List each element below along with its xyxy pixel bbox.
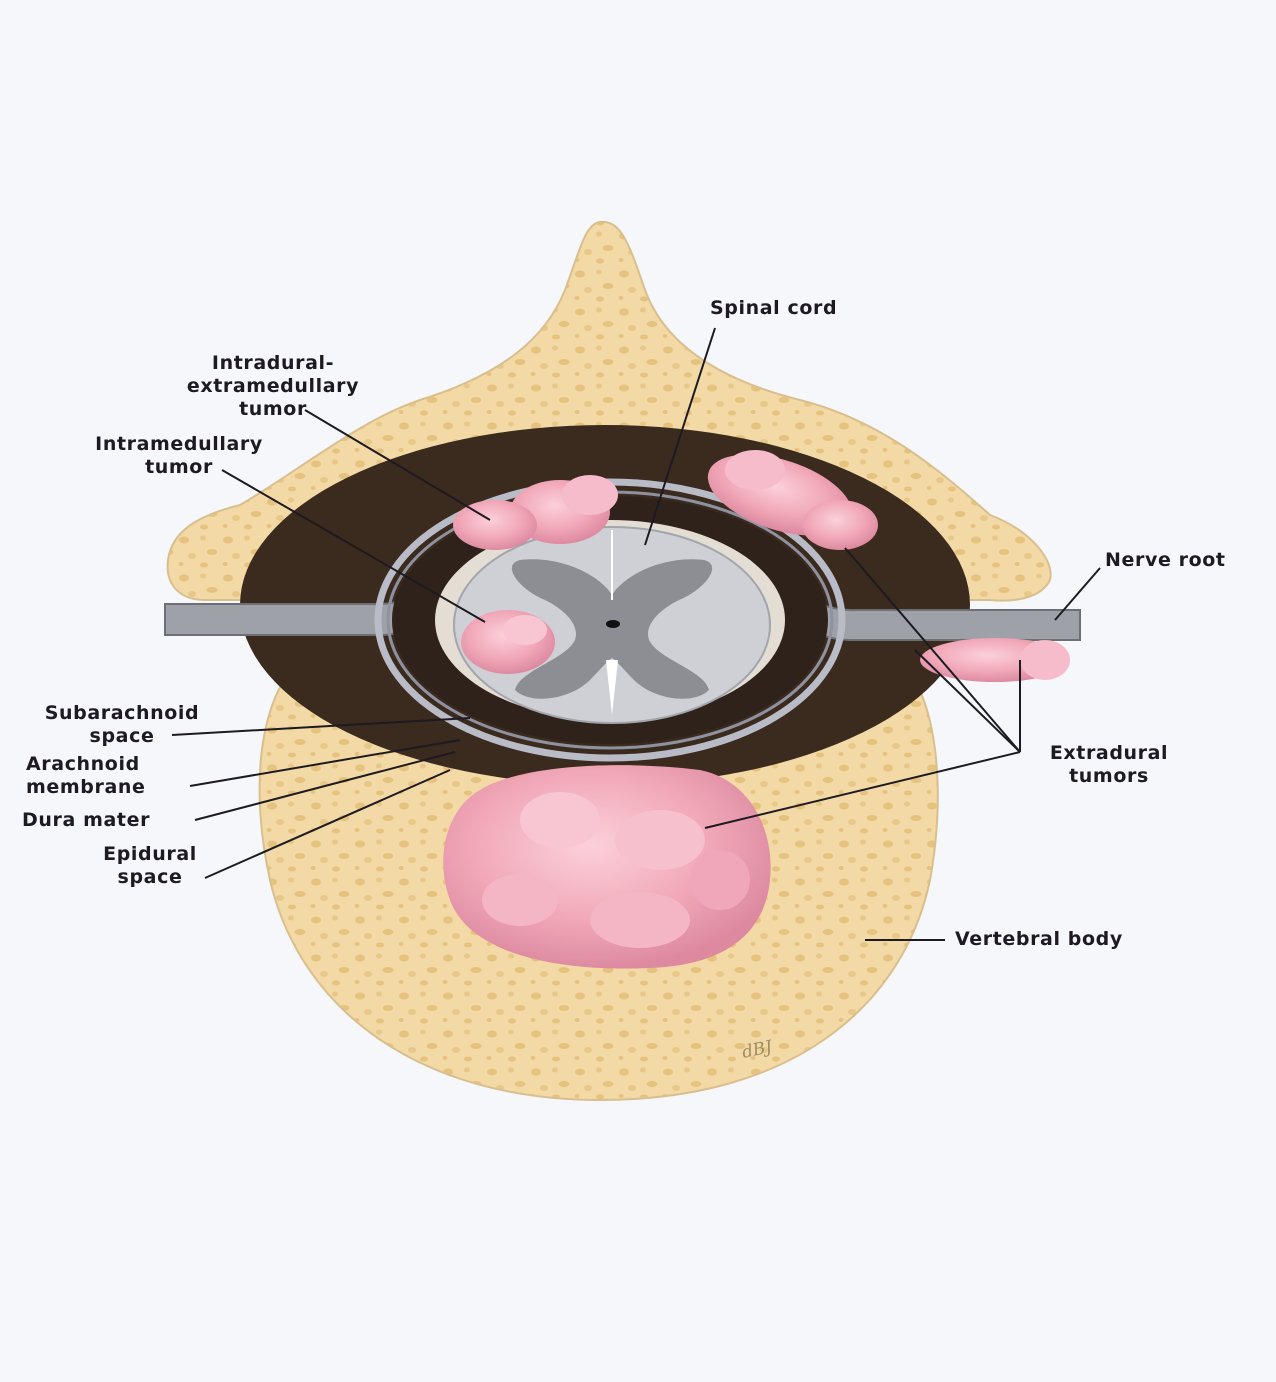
label-intramedullary-tumor: Intramedullary tumor [95,433,263,478]
leader-extradural-4 [704,751,1021,829]
spinal-cord-gray-matter [511,559,713,699]
central-canal [606,620,620,628]
leader-extradural-1 [844,547,1021,753]
label-spinal-cord: Spinal cord [710,297,838,319]
label-nerve-root: Nerve root [1105,549,1226,571]
label-vertebral-body: Vertebral body [955,928,1123,950]
anterior-median-fissure [606,660,618,715]
leader-intramedullary [221,469,486,623]
intradural-extramedullary-tumor [453,475,618,550]
leader-lines [171,327,1101,941]
extradural-tumor-upper-right [707,450,878,550]
leader-dura-mater [194,751,456,821]
leader-extradural-3 [914,649,1021,753]
leader-arachnoid [189,739,461,787]
label-subarachnoid-space: Subarachnoid space [44,702,200,747]
label-intradural-extramedullary-tumor: Intradural- extramedullary tumor [186,352,360,420]
leader-spinal-cord [644,327,716,546]
intramedullary-tumor [461,610,555,674]
leader-nerve-root [1054,567,1101,621]
extradural-tumor-vertebral-body [443,765,771,969]
extradural-tumor-nerve-root [920,638,1070,682]
label-epidural-space: Epidural space [103,843,197,888]
label-arachnoid-membrane: Arachnoid membrane [26,753,146,798]
leader-epidural [204,769,451,879]
leader-intradural-extramedullary [304,409,491,521]
label-extradural-tumors: Extradural tumors [1049,742,1169,787]
leader-subarachnoid [171,717,471,736]
label-dura-mater: Dura mater [22,809,151,831]
